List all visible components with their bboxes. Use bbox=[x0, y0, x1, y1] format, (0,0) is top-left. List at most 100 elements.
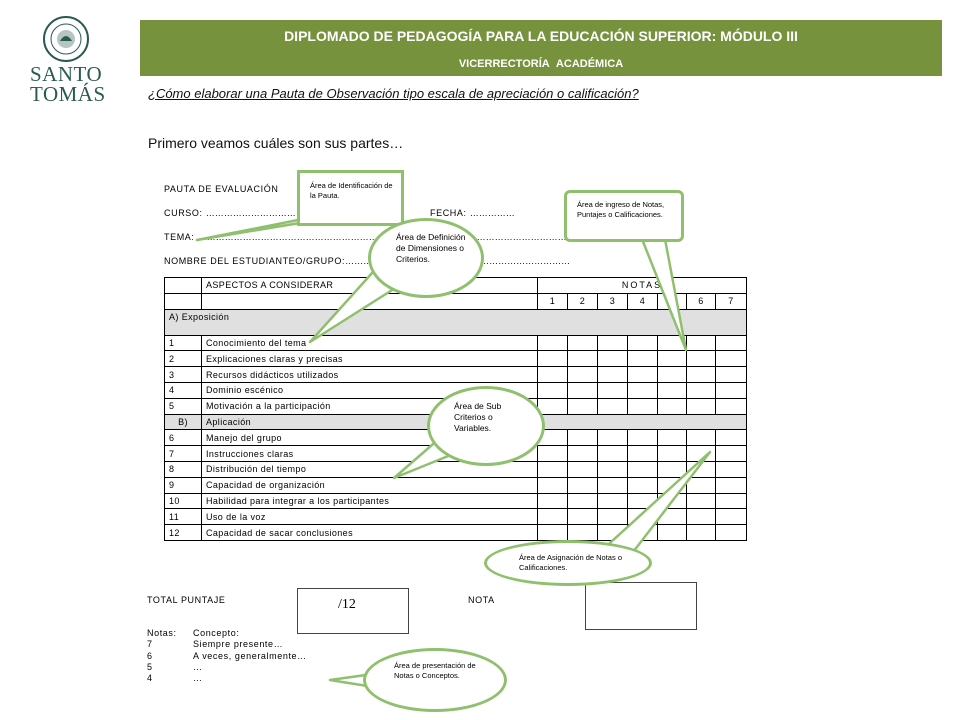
grade-cell[interactable] bbox=[567, 508, 598, 526]
grade-cell[interactable] bbox=[537, 445, 568, 462]
grade-cell[interactable] bbox=[627, 334, 658, 352]
callout-identificacion: Área de Identificación de la Pauta. bbox=[297, 170, 404, 226]
grade-cell[interactable] bbox=[657, 366, 687, 383]
grade-cell[interactable] bbox=[686, 508, 716, 526]
grade-cell[interactable] bbox=[657, 429, 687, 447]
grade-cell[interactable] bbox=[537, 492, 568, 510]
grade-cell[interactable] bbox=[715, 366, 747, 383]
grade-cell[interactable] bbox=[537, 381, 568, 399]
grade-cell[interactable] bbox=[627, 445, 658, 462]
criterion-number: 11 bbox=[164, 508, 202, 526]
grade-cell[interactable] bbox=[537, 397, 568, 415]
grade-cell[interactable] bbox=[686, 381, 716, 399]
grade-cell[interactable] bbox=[715, 508, 747, 526]
grade-cell[interactable] bbox=[715, 460, 747, 478]
legend-grade: 5 bbox=[147, 661, 153, 672]
grade-cell[interactable] bbox=[537, 476, 568, 494]
grade-cell[interactable] bbox=[567, 397, 598, 415]
grade-cell[interactable] bbox=[657, 492, 687, 510]
grade-cell[interactable] bbox=[597, 524, 628, 541]
criterion-text: Conocimiento del tema bbox=[201, 334, 538, 352]
grade-cell[interactable] bbox=[567, 334, 598, 352]
grade-cell[interactable] bbox=[657, 445, 687, 462]
grade-cell[interactable] bbox=[686, 476, 716, 494]
grade-cell[interactable] bbox=[597, 381, 628, 399]
grade-cell[interactable] bbox=[567, 350, 598, 368]
grade-cell[interactable] bbox=[537, 350, 568, 368]
grade-cell[interactable] bbox=[715, 334, 747, 352]
grade-cell[interactable] bbox=[686, 492, 716, 510]
grade-cell[interactable] bbox=[686, 460, 716, 478]
grade-cell[interactable] bbox=[715, 429, 747, 447]
grade-cell[interactable] bbox=[597, 508, 628, 526]
grade-cell[interactable] bbox=[686, 445, 716, 462]
grade-cell[interactable] bbox=[657, 476, 687, 494]
grade-cell[interactable] bbox=[597, 366, 628, 383]
grade-cell[interactable] bbox=[657, 334, 687, 352]
grade-cell[interactable] bbox=[627, 460, 658, 478]
grade-cell[interactable] bbox=[567, 445, 598, 462]
grade-cell[interactable] bbox=[627, 524, 658, 541]
grade-cell[interactable] bbox=[715, 476, 747, 494]
grade-header: 4 bbox=[627, 292, 658, 310]
grade-cell[interactable] bbox=[537, 524, 568, 541]
grade-cell[interactable] bbox=[627, 476, 658, 494]
grade-cell[interactable] bbox=[657, 381, 687, 399]
grade-cell[interactable] bbox=[657, 508, 687, 526]
grade-cell[interactable] bbox=[686, 524, 716, 541]
grade-cell[interactable] bbox=[537, 334, 568, 352]
grade-cell[interactable] bbox=[567, 381, 598, 399]
grade-cell[interactable] bbox=[627, 429, 658, 447]
grade-cell[interactable] bbox=[686, 429, 716, 447]
callout-criterios-text: Área de Definición de Dimensiones o Crit… bbox=[396, 232, 466, 264]
grade-cell[interactable] bbox=[567, 476, 598, 494]
grade-cell[interactable] bbox=[657, 460, 687, 478]
grade-cell[interactable] bbox=[657, 397, 687, 415]
grade-cell[interactable] bbox=[597, 492, 628, 510]
grade-cell[interactable] bbox=[657, 524, 687, 541]
grade-cell[interactable] bbox=[567, 429, 598, 447]
grade-cell[interactable] bbox=[686, 334, 716, 352]
grade-cell[interactable] bbox=[537, 460, 568, 478]
grade-cell[interactable] bbox=[567, 366, 598, 383]
grade-cell[interactable] bbox=[715, 350, 747, 368]
grade-cell[interactable] bbox=[597, 350, 628, 368]
grade-cell[interactable] bbox=[715, 492, 747, 510]
grade-cell[interactable] bbox=[627, 366, 658, 383]
grade-cell[interactable] bbox=[627, 508, 658, 526]
grade-cell[interactable] bbox=[715, 381, 747, 399]
grade-cell[interactable] bbox=[627, 492, 658, 510]
grade-cell[interactable] bbox=[627, 350, 658, 368]
grade-header: 5 bbox=[657, 292, 687, 310]
legend-header: Notas: Concepto: bbox=[147, 628, 307, 639]
grade-cell[interactable] bbox=[597, 397, 628, 415]
grade-cell[interactable] bbox=[686, 350, 716, 368]
grade-cell[interactable] bbox=[627, 397, 658, 415]
grade-cell[interactable] bbox=[715, 397, 747, 415]
grade-cell[interactable] bbox=[567, 492, 598, 510]
grade-cell[interactable] bbox=[715, 445, 747, 462]
grade-cell[interactable] bbox=[597, 334, 628, 352]
grade-cell[interactable] bbox=[657, 350, 687, 368]
grade-cell[interactable] bbox=[597, 429, 628, 447]
grade-cell[interactable] bbox=[537, 366, 568, 383]
grade-cell[interactable] bbox=[567, 524, 598, 541]
grade-cell[interactable] bbox=[597, 445, 628, 462]
grade-cell[interactable] bbox=[715, 524, 747, 541]
grade-cell[interactable] bbox=[597, 460, 628, 478]
legend-concept: A veces, generalmente… bbox=[193, 650, 307, 661]
grade-cell[interactable] bbox=[627, 381, 658, 399]
callout-subcriterios: Área de Sub Criterios o Variables. bbox=[427, 386, 545, 466]
grade-cell[interactable] bbox=[686, 397, 716, 415]
grade-cell[interactable] bbox=[567, 460, 598, 478]
grade-cell[interactable] bbox=[597, 476, 628, 494]
score-box: /12 bbox=[297, 588, 409, 634]
aspects-header: ASPECTOS A CONSIDERAR bbox=[201, 277, 538, 294]
grade-header: 2 bbox=[567, 292, 598, 310]
grade-cell[interactable] bbox=[686, 366, 716, 383]
grade-cell[interactable] bbox=[537, 508, 568, 526]
